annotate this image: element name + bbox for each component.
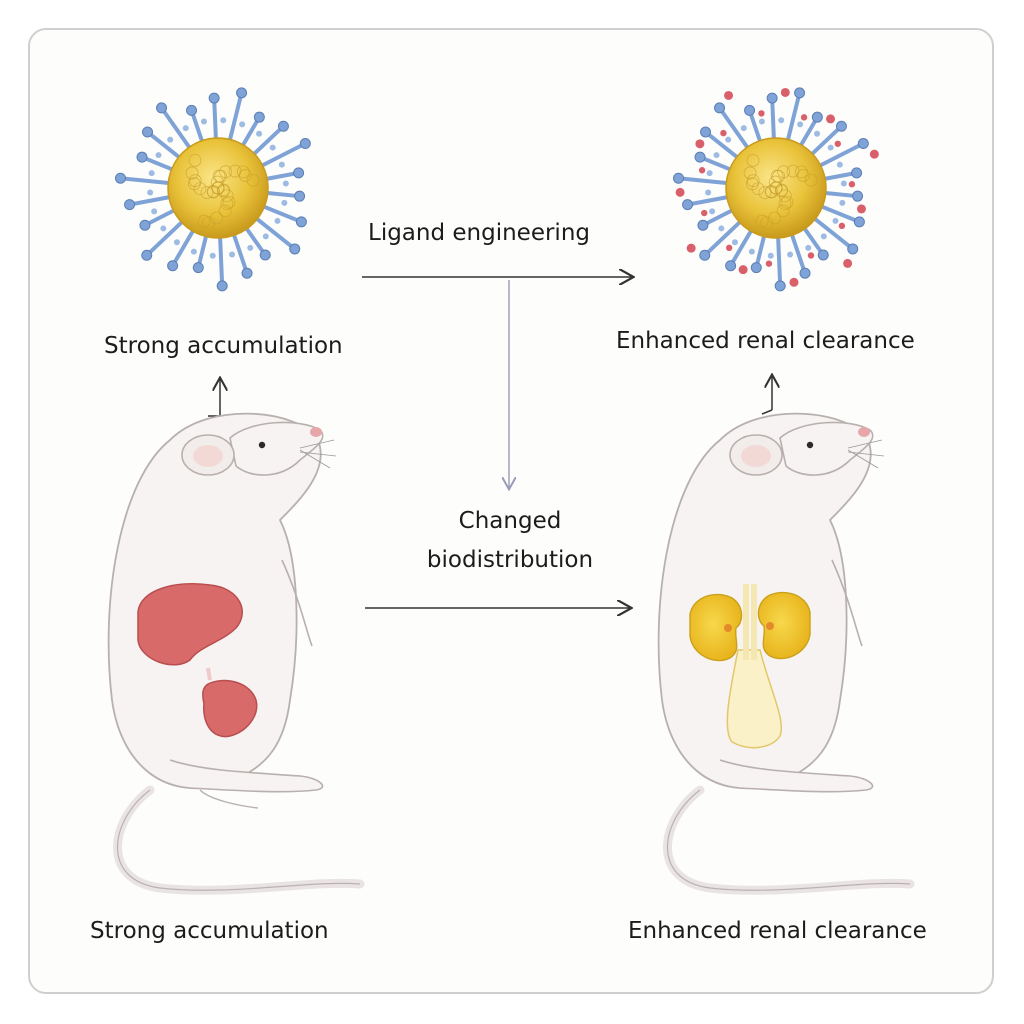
biodistribution-label: biodistribution	[426, 547, 594, 573]
bottom-right-caption: Enhanced renal clearance	[628, 918, 927, 944]
left-up-arrow	[208, 379, 220, 417]
mouse-liver-icon	[107, 412, 365, 895]
ligand-engineering-label: Ligand engineering	[368, 220, 591, 246]
top-left-caption: Strong accumulation	[104, 333, 343, 359]
bottom-left-caption: Strong accumulation	[90, 918, 329, 944]
nanoparticle-icon	[114, 87, 311, 292]
right-up-arrow	[761, 376, 772, 415]
top-right-caption: Enhanced renal clearance	[616, 328, 915, 354]
mouse-kidney-icon	[657, 412, 915, 895]
changed-label: Changed	[458, 508, 562, 534]
engineered-nanoparticle-icon	[672, 87, 879, 292]
